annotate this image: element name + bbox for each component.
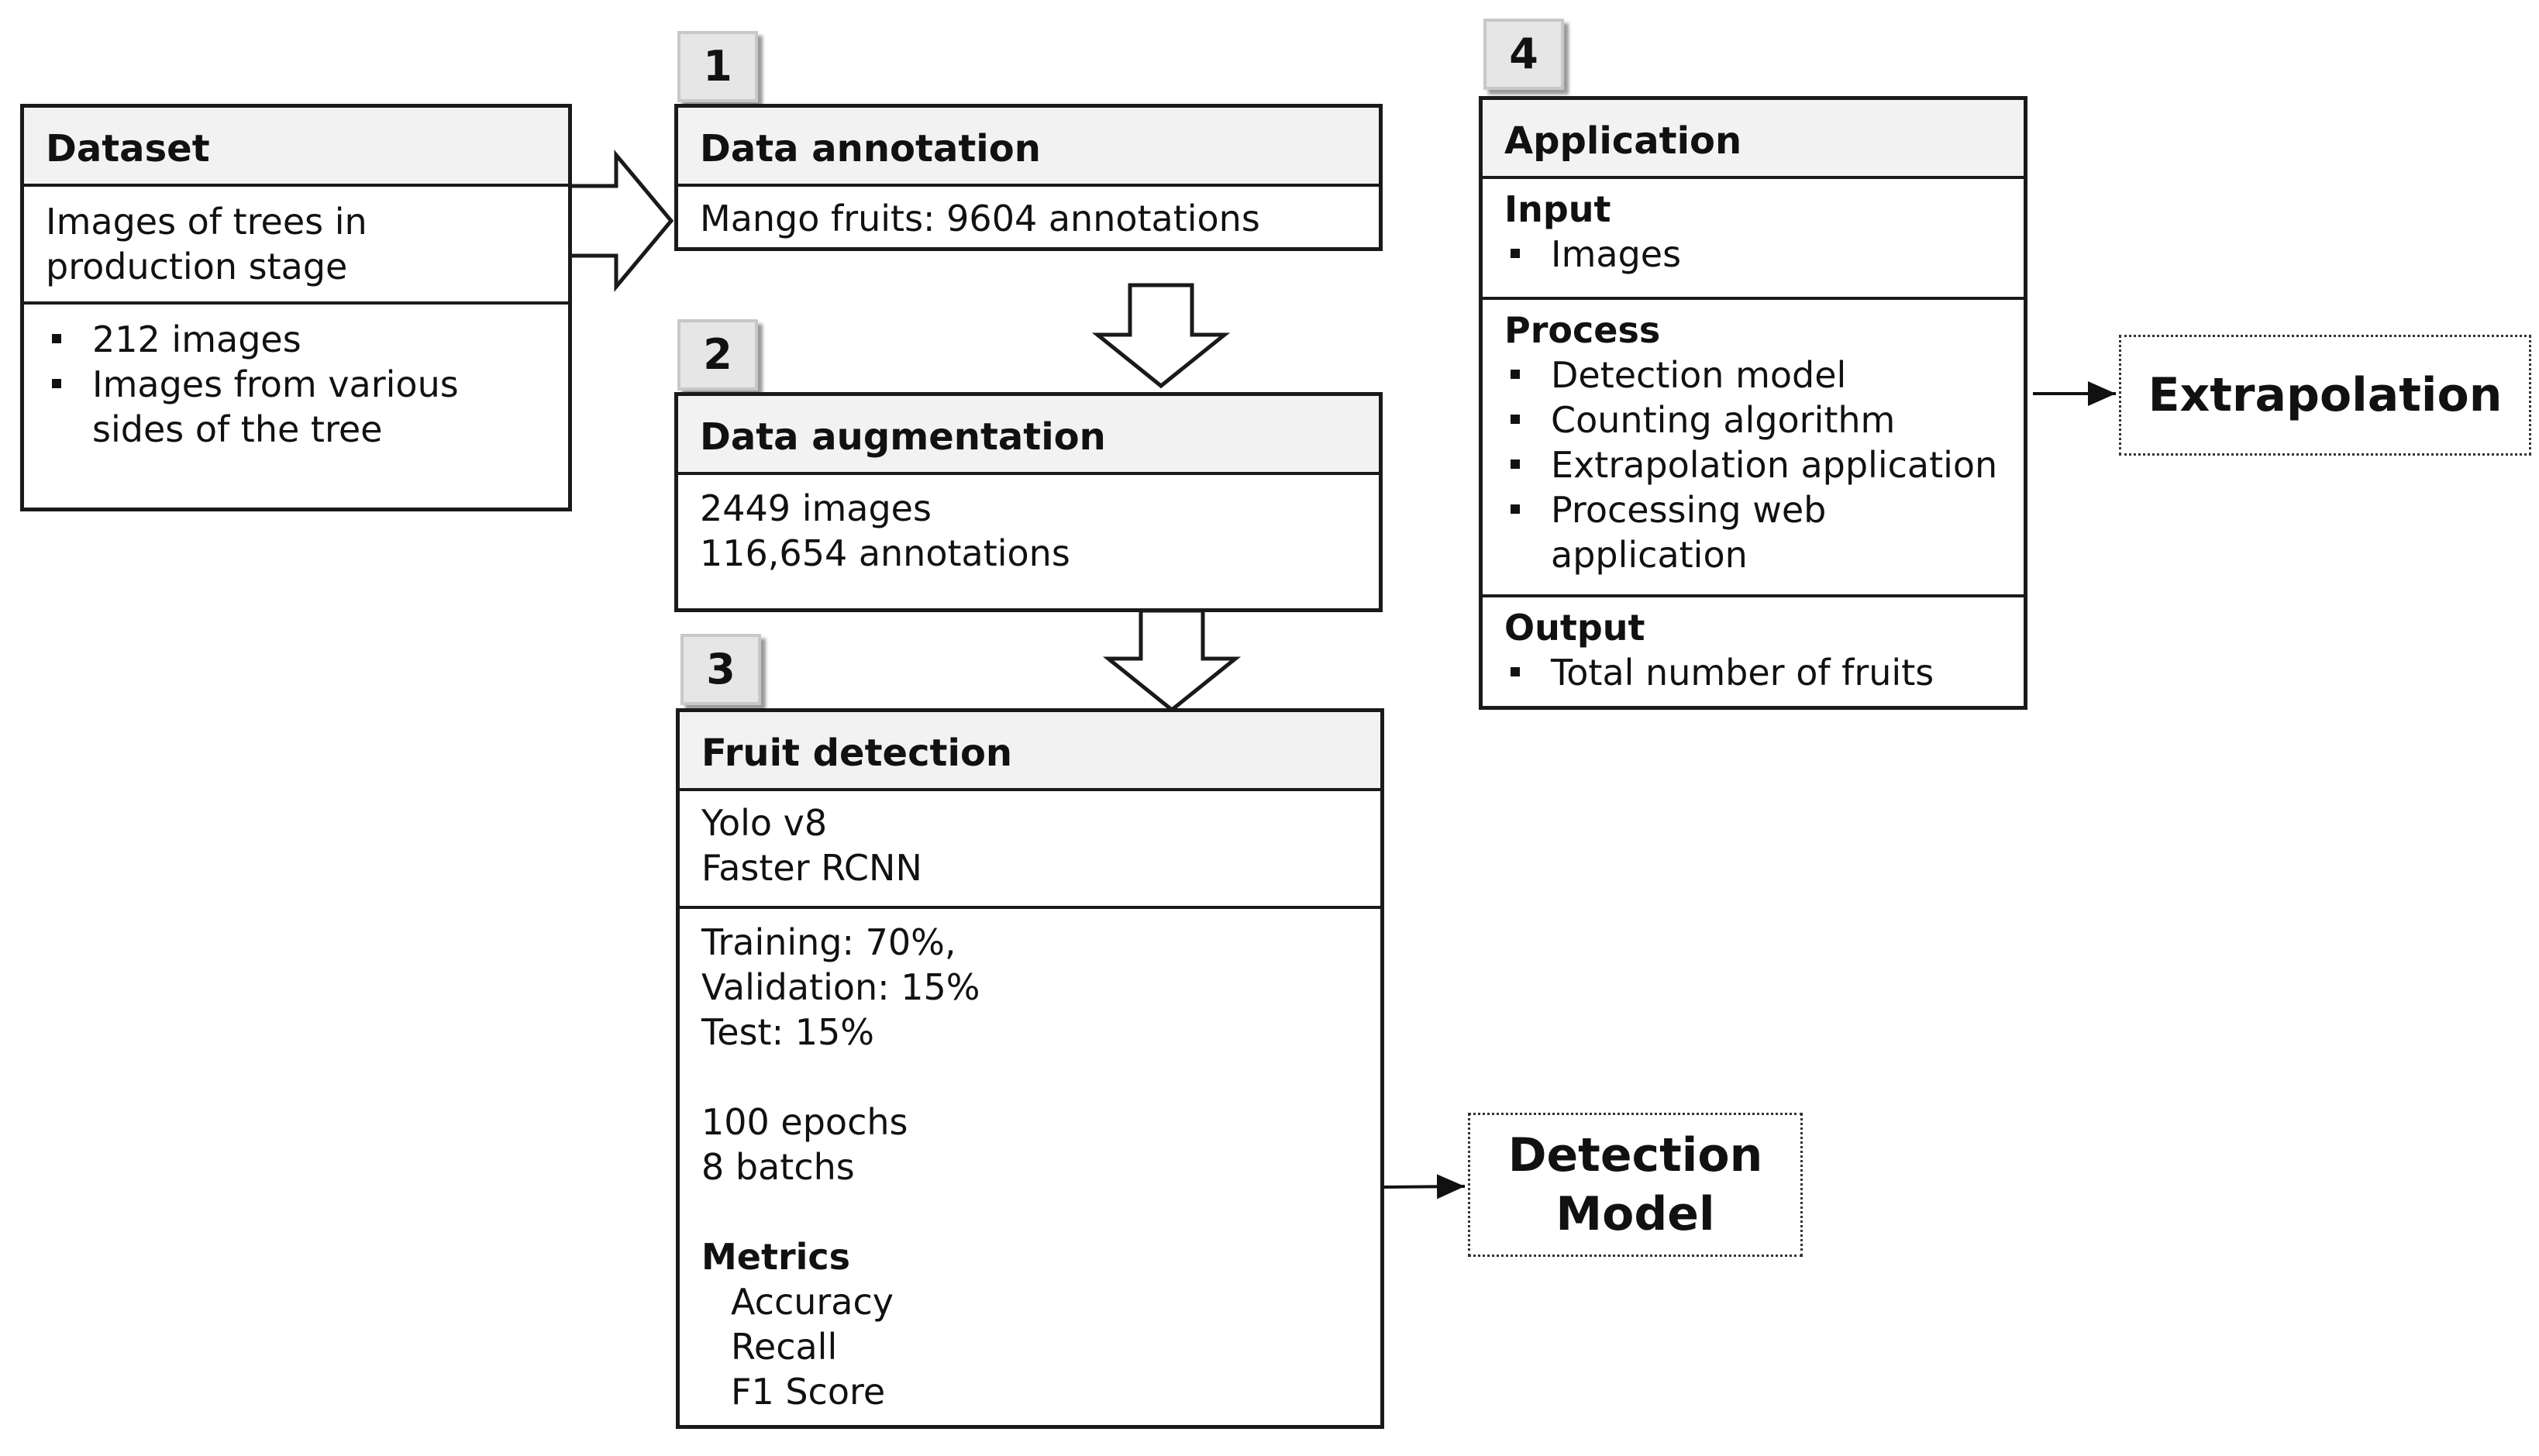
block-arrow-dataset-to-annotation	[567, 150, 674, 292]
input-title: Input	[1504, 188, 1611, 230]
models-section: Yolo v8 Faster RCNN	[680, 788, 1380, 906]
step-number-2: 2	[677, 319, 758, 391]
application-box: Application Input Images Process Detecti…	[1479, 96, 2027, 710]
data-augmentation-title: Data augmentation	[678, 396, 1379, 472]
split-validation: Validation: 15%	[701, 966, 980, 1008]
metrics-title: Metrics	[701, 1236, 851, 1278]
split-test: Test: 15%	[701, 1011, 874, 1053]
augmentation-annotations: 116,654 annotations	[700, 532, 1070, 574]
data-annotation-box: Data annotation Mango fruits: 9604 annot…	[674, 104, 1383, 251]
metric-recall: Recall	[731, 1326, 838, 1368]
dataset-bullets-section: 212 images Images from various sides of …	[24, 301, 568, 460]
application-title: Application	[1483, 100, 2024, 176]
model-faster-rcnn: Faster RCNN	[701, 847, 922, 889]
data-annotation-section: Mango fruits: 9604 annotations	[678, 184, 1379, 249]
fruit-detection-title: Fruit detection	[680, 712, 1380, 788]
arrow-detection-to-model	[1382, 1174, 1466, 1200]
block-arrow-augmentation-to-detection	[1102, 608, 1242, 713]
process-section: Process Detection model Counting algorit…	[1483, 297, 2024, 594]
step-number-3: 3	[680, 634, 761, 705]
process-item-detection-model: Detection model	[1504, 353, 2002, 398]
step-number-1: 1	[677, 31, 758, 102]
dataset-bullet-count: 212 images	[46, 317, 546, 362]
process-item-web-application: Processing web application	[1504, 487, 2002, 577]
data-augmentation-section: 2449 images 116,654 annotations	[678, 472, 1379, 583]
process-item-extrapolation-application: Extrapolation application	[1504, 442, 2002, 487]
block-arrow-annotation-to-augmentation	[1091, 283, 1231, 389]
extrapolation-output: Extrapolation	[2119, 335, 2531, 456]
output-section: Output Total number of fruits	[1483, 594, 2024, 703]
data-annotation-text: Mango fruits: 9604 annotations	[700, 198, 1260, 239]
input-item-images: Images	[1504, 232, 2002, 277]
dataset-description-section: Images of trees in production stage	[24, 184, 568, 301]
input-section: Input Images	[1483, 176, 2024, 297]
output-title: Output	[1504, 607, 1645, 649]
process-item-counting-algorithm: Counting algorithm	[1504, 398, 2002, 442]
dataset-bullet-sides: Images from various sides of the tree	[46, 362, 546, 452]
fruit-detection-box: Fruit detection Yolo v8 Faster RCNN Trai…	[676, 708, 1384, 1429]
metric-f1-score: F1 Score	[731, 1371, 886, 1413]
process-title: Process	[1504, 309, 1661, 351]
data-annotation-title: Data annotation	[678, 108, 1379, 184]
dataset-description: Images of trees in production stage	[46, 201, 367, 287]
metric-accuracy: Accuracy	[731, 1281, 894, 1323]
training-section: Training: 70%, Validation: 15% Test: 15%…	[680, 906, 1380, 1422]
augmentation-images: 2449 images	[700, 487, 932, 529]
model-yolo: Yolo v8	[701, 802, 828, 844]
dataset-box: Dataset Images of trees in production st…	[20, 104, 572, 511]
batchs: 8 batchs	[701, 1146, 855, 1188]
step-number-4: 4	[1483, 19, 1564, 90]
epochs: 100 epochs	[701, 1101, 908, 1143]
data-augmentation-box: Data augmentation 2449 images 116,654 an…	[674, 392, 1383, 612]
dataset-title: Dataset	[24, 108, 568, 184]
split-training: Training: 70%,	[701, 921, 956, 963]
output-item-total-fruits: Total number of fruits	[1504, 650, 2002, 695]
detection-model-output: Detection Model	[1468, 1113, 1803, 1257]
